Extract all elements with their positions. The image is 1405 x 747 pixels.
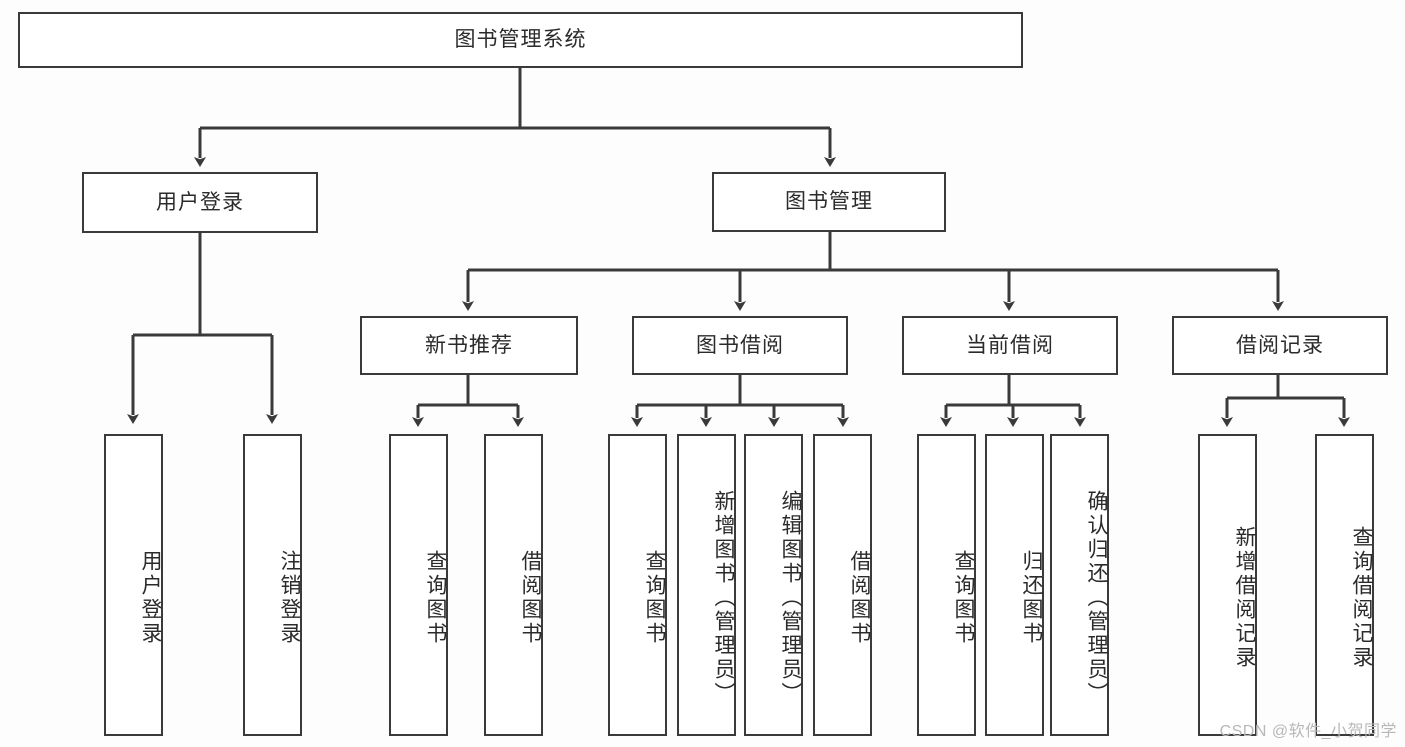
leaf-book-borrow-edit-label: 编辑图书（管理员）	[779, 490, 802, 706]
node-user-login-label: 用户登录	[156, 190, 244, 214]
node-user-login[interactable]: 用户登录	[82, 172, 318, 233]
leaf-user-login-signout-label: 注销登录	[278, 550, 301, 646]
leaf-current-borrow-query-label: 查询图书	[952, 550, 975, 646]
node-book-borrow-label: 图书借阅	[696, 333, 784, 357]
leaf-current-borrow-return-label: 归还图书	[1020, 550, 1043, 646]
leaf-new-book-borrow[interactable]: 借阅图书	[484, 434, 543, 736]
node-root-system[interactable]: 图书管理系统	[18, 12, 1023, 68]
leaf-book-borrow-borrow-label: 借阅图书	[848, 550, 871, 646]
node-new-book-recommend-label: 新书推荐	[425, 333, 513, 357]
leaf-current-borrow-query[interactable]: 查询图书	[917, 434, 976, 736]
node-current-borrow[interactable]: 当前借阅	[902, 316, 1118, 375]
leaf-user-login-signin-label: 用户登录	[139, 550, 162, 646]
node-borrow-record[interactable]: 借阅记录	[1172, 316, 1388, 375]
leaf-book-borrow-query[interactable]: 查询图书	[608, 434, 667, 736]
node-book-management[interactable]: 图书管理	[712, 172, 946, 232]
leaf-user-login-signout[interactable]: 注销登录	[243, 434, 302, 736]
node-current-borrow-label: 当前借阅	[966, 333, 1054, 357]
leaf-borrow-record-query[interactable]: 查询借阅记录	[1315, 434, 1374, 736]
leaf-book-borrow-add-label: 新增图书（管理员）	[712, 490, 735, 706]
node-root-system-label: 图书管理系统	[454, 28, 587, 52]
leaf-book-borrow-edit[interactable]: 编辑图书（管理员）	[744, 434, 803, 736]
leaf-current-borrow-confirm-return-label: 确认归还（管理员）	[1085, 490, 1108, 706]
leaf-current-borrow-confirm-return[interactable]: 确认归还（管理员）	[1050, 434, 1109, 736]
leaf-current-borrow-return[interactable]: 归还图书	[985, 434, 1044, 736]
leaf-book-borrow-borrow[interactable]: 借阅图书	[813, 434, 872, 736]
leaf-book-borrow-add[interactable]: 新增图书（管理员）	[677, 434, 736, 736]
leaf-borrow-record-query-label: 查询借阅记录	[1350, 526, 1373, 670]
leaf-borrow-record-add-label: 新增借阅记录	[1233, 526, 1256, 670]
leaf-new-book-query-label: 查询图书	[424, 550, 447, 646]
leaf-borrow-record-add[interactable]: 新增借阅记录	[1198, 434, 1257, 736]
leaf-book-borrow-query-label: 查询图书	[643, 550, 666, 646]
watermark-text: CSDN @软件_小贺同学	[1219, 723, 1397, 740]
node-new-book-recommend[interactable]: 新书推荐	[360, 316, 578, 375]
node-book-borrow[interactable]: 图书借阅	[632, 316, 848, 375]
leaf-user-login-signin[interactable]: 用户登录	[104, 434, 163, 736]
leaf-new-book-borrow-label: 借阅图书	[519, 550, 542, 646]
node-borrow-record-label: 借阅记录	[1236, 333, 1324, 357]
node-book-management-label: 图书管理	[785, 190, 873, 214]
leaf-new-book-query[interactable]: 查询图书	[389, 434, 448, 736]
